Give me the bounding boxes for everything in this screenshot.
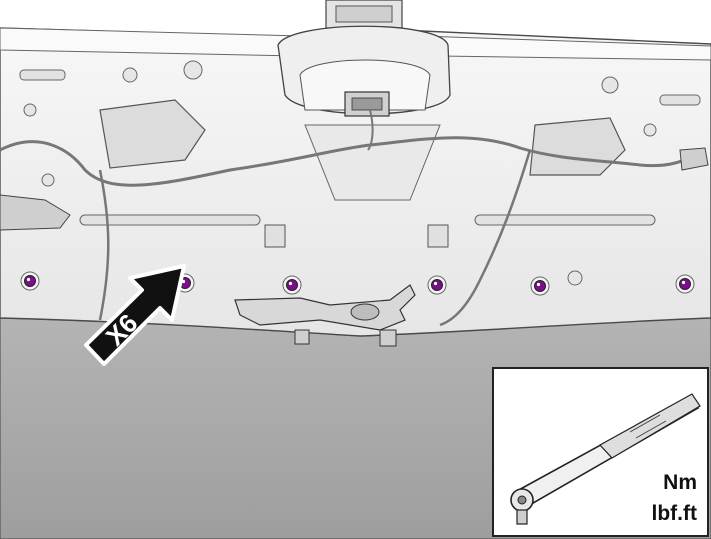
bolt-icon [282, 275, 302, 295]
latch-housing [277, 0, 451, 201]
callout-arrow: X6 [84, 264, 186, 366]
bolt-icon [530, 276, 550, 296]
torque-unit-nm: Nm [663, 471, 697, 494]
bolt-icon [427, 275, 447, 295]
torque-unit-lbfft: lbf.ft [652, 502, 697, 525]
bracket-tabs [264, 224, 449, 248]
torque-inset: Nm lbf.ft [492, 367, 709, 537]
wiring-harness-branch [439, 149, 532, 327]
torque-wrench-icon [510, 393, 701, 525]
wiring-harness-left-branch [98, 169, 110, 321]
right-connector [679, 147, 709, 171]
panel-holes [23, 60, 657, 286]
bolt-icon [675, 274, 695, 294]
arrow-icon [84, 264, 186, 366]
panel-slots [19, 69, 701, 226]
lock-mechanism [234, 284, 416, 347]
wire-to-latch [367, 109, 374, 151]
left-recess [99, 99, 206, 169]
bolt-icon [20, 271, 40, 291]
left-connector [0, 194, 71, 231]
